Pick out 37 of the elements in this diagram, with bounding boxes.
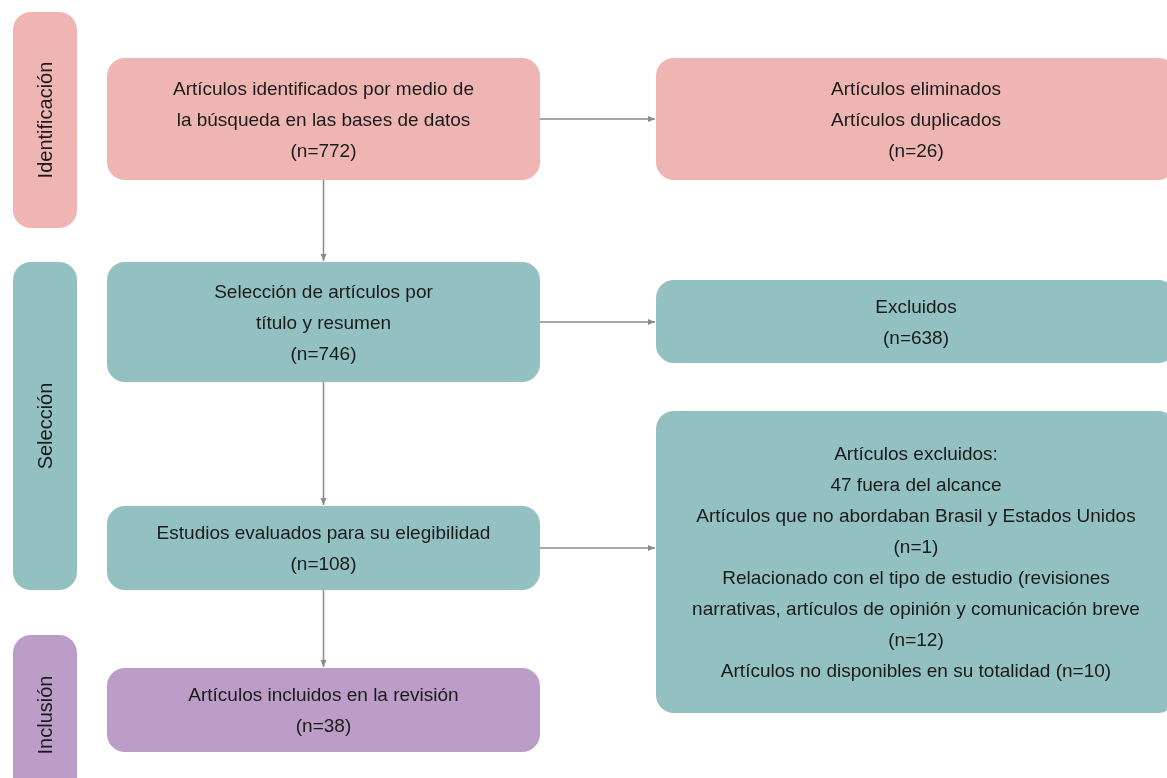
process-box (107, 506, 540, 590)
arrow (539, 116, 656, 122)
box-text: Selección de artículos por título y resumen (213, 279, 434, 335)
stage-label: Selección (33, 382, 57, 470)
box-text: (n=746) (290, 341, 357, 366)
box-text: (n=38) (295, 714, 352, 738)
box-text: Artículos eliminados (831, 76, 1001, 101)
arrow (320, 381, 327, 506)
box-text: Estudios evaluados para su elegibilidad (156, 521, 491, 545)
process-box (107, 58, 540, 180)
stage-band (13, 12, 77, 228)
box-text: Artículos excluidos: (834, 442, 998, 466)
box-text: Artículos duplicados (830, 107, 1001, 132)
arrow (539, 545, 656, 551)
process-box (656, 411, 1167, 713)
process-box (107, 262, 540, 382)
process-box (656, 280, 1167, 363)
box-text: Artículos que no abordaban Brasil y Estados Unidos (n=1) (695, 504, 1137, 559)
box-text: (n=26) (888, 138, 944, 163)
arrow (539, 319, 656, 325)
process-box (107, 668, 540, 752)
box-text: Excluidos (875, 294, 957, 319)
box-text: (n=108) (290, 552, 357, 576)
box-text: (n=772) (290, 138, 357, 163)
box-text: Artículos no disponibles en su totalidad (n=10) (720, 659, 1112, 683)
box-text: Relacionado con el tipo de estudio (revisiones narrativas, artículos de opinión y comunicación breve (n=12) (691, 566, 1141, 652)
box-text: Artículos identificados por medio de la búsqueda en las bases de datos (172, 76, 475, 132)
arrow (320, 179, 327, 262)
box-text: Artículos incluidos en la revisión (188, 683, 459, 707)
process-box (656, 58, 1167, 180)
box-text: (n=638) (883, 325, 949, 350)
stage-label: Inclusión (33, 675, 57, 755)
stage-band (13, 635, 77, 778)
stage-band (13, 262, 77, 590)
stage-label: Identificación (33, 61, 57, 179)
arrow (320, 589, 327, 668)
box-text: 47 fuera del alcance (830, 473, 1002, 497)
